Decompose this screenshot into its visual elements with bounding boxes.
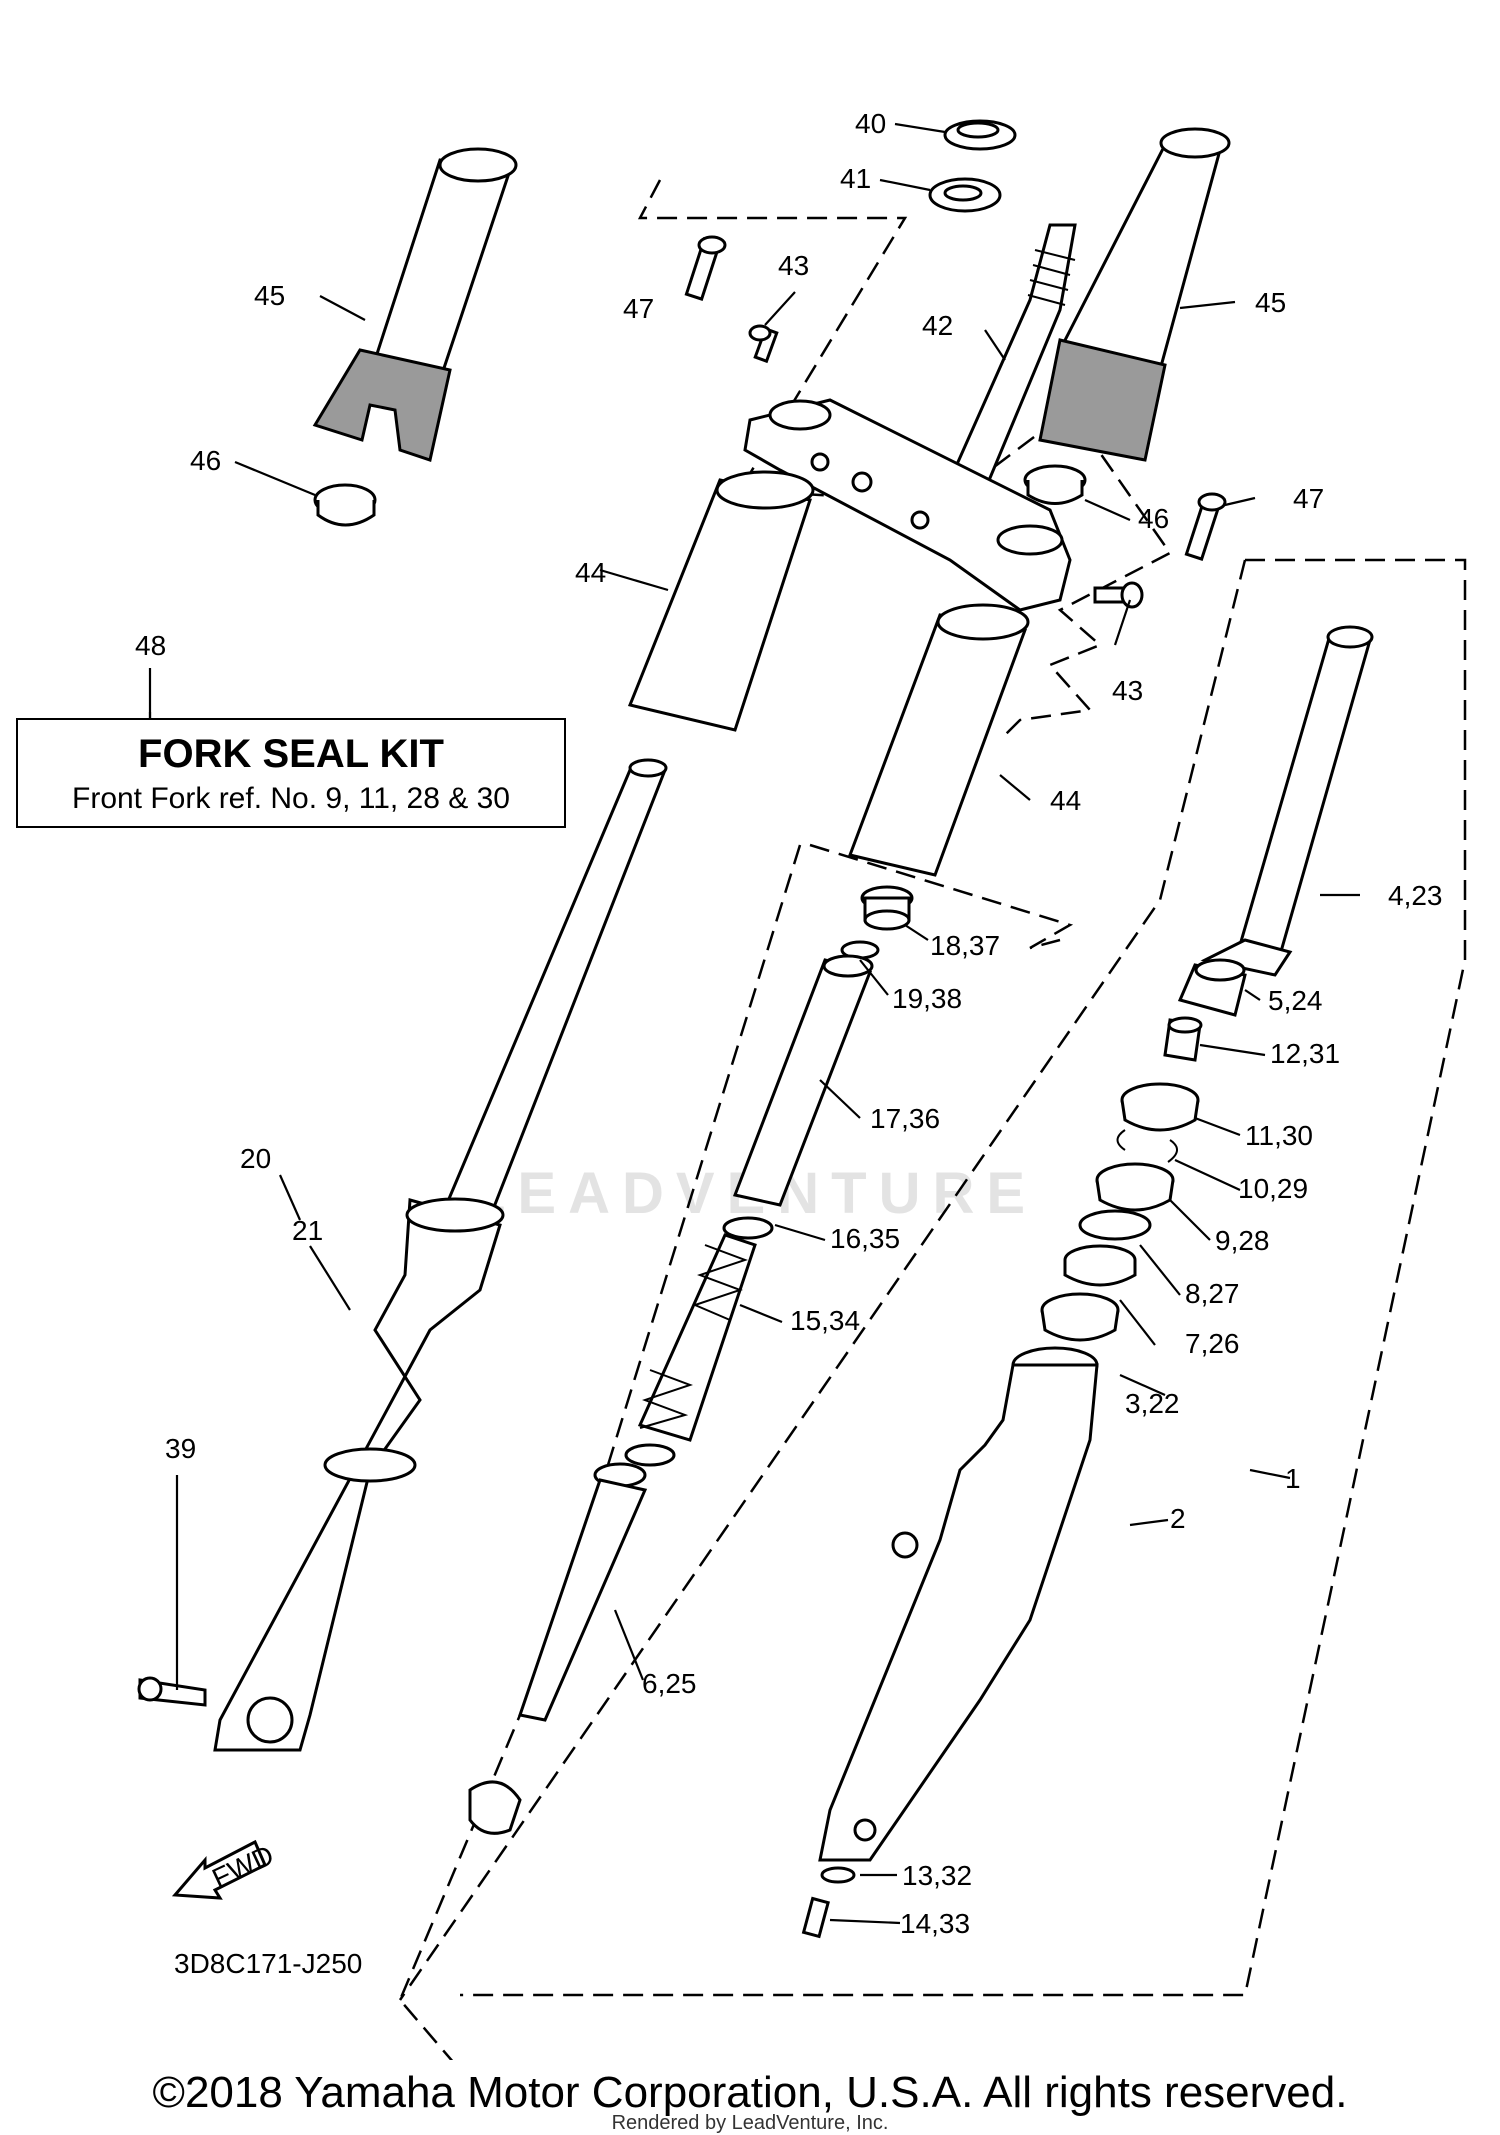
leader-lines (148, 122, 1360, 1925)
spring-15-34 (637, 1233, 757, 1442)
callout-13-32: 13,32 (902, 1860, 972, 1891)
bolt-47-right (1184, 492, 1227, 561)
washer-8-27 (1078, 1209, 1152, 1241)
fork-boot-right (1038, 127, 1231, 462)
callout-21: 21 (292, 1215, 323, 1246)
callout-47-left: 47 (623, 293, 654, 324)
washer-13-32 (820, 1866, 856, 1884)
callout-45-left: 45 (254, 280, 285, 311)
seal-left (313, 483, 377, 527)
group-outlines (398, 179, 1467, 2060)
kit-title: FORK SEAL KIT (138, 732, 444, 776)
seal-right (1023, 464, 1087, 505)
fork-boot-left (312, 147, 518, 462)
bearing-cover (943, 119, 1017, 151)
callout-7-26: 7,26 (1185, 1328, 1240, 1359)
kit-subtitle: Front Fork ref. No. 9, 11, 28 & 30 (72, 782, 510, 815)
callout-42: 42 (922, 310, 953, 341)
copyright-notice: ©2018 Yamaha Motor Corporation, U.S.A. A… (152, 2068, 1348, 2117)
cap-bolt-18-37 (860, 885, 914, 931)
washer-16-35 (722, 1216, 774, 1240)
lower-bracket (743, 398, 1072, 612)
callout-19-38: 19,38 (892, 983, 962, 1014)
callout-43-bottom: 43 (1112, 675, 1143, 706)
dust-seal-11-30 (1120, 1082, 1200, 1132)
callout-9-28: 9,28 (1215, 1225, 1270, 1256)
callout-43-top: 43 (778, 250, 809, 281)
callout-2: 2 (1170, 1503, 1186, 1534)
inner-tube-4-23 (1200, 625, 1374, 977)
slider-3-22 (1040, 1292, 1120, 1342)
callout-11-30: 11,30 (1245, 1120, 1313, 1151)
callout-3-22: 3,22 (1125, 1388, 1180, 1419)
callout-48: 48 (135, 630, 166, 661)
callout-17-36: 17,36 (870, 1103, 940, 1134)
bearing-race (928, 177, 1002, 213)
callout-4-23: 4,23 (1388, 880, 1443, 911)
callout-1: 1 (1285, 1463, 1301, 1494)
callout-5-24: 5,24 (1268, 985, 1323, 1016)
bolt-14-33 (801, 1896, 830, 1939)
callout-44-upper: 44 (575, 557, 606, 588)
fork-cover-lower (847, 603, 1030, 877)
callout-10-29: 10,29 (1238, 1173, 1308, 1204)
callout-45-right: 45 (1255, 287, 1286, 318)
rendered-by-notice: Rendered by LeadVenture, Inc. (611, 2112, 889, 2134)
bolt-43-bottom (1093, 581, 1144, 609)
fork-tube-left (213, 758, 668, 1752)
callout-41: 41 (840, 163, 871, 194)
outer-tube-2 (818, 1346, 1099, 1862)
callout-20: 20 (240, 1143, 271, 1174)
fork-cover-upper (627, 470, 815, 732)
bushing-5-24 (1177, 958, 1247, 1017)
callout-14-33: 14,33 (900, 1908, 970, 1939)
damper-rod-6-25 (468, 1443, 676, 1835)
callout-16-35: 16,35 (830, 1223, 900, 1254)
fwd-arrow-icon: FWD (171, 1839, 278, 1900)
callout-46-right: 46 (1138, 503, 1169, 534)
callout-6-25: 6,25 (642, 1668, 697, 1699)
bolt-43-top (748, 324, 779, 364)
callout-44-lower: 44 (1050, 785, 1081, 816)
oil-seal-9-28 (1095, 1162, 1175, 1212)
fork-seal-kit-box: FORK SEAL KIT Front Fork ref. No. 9, 11,… (16, 718, 566, 828)
clip-10-29 (1116, 1129, 1178, 1163)
front-fork-exploded-diagram: FWD 40 41 42 43 43 44 44 45 45 46 46 47 … (135, 108, 1467, 2060)
spacer-17-36 (732, 954, 874, 1207)
bushing-7-26 (1063, 1244, 1137, 1287)
callout-40: 40 (855, 108, 886, 139)
callout-15-34: 15,34 (790, 1305, 860, 1336)
callout-39: 39 (165, 1433, 196, 1464)
axle-bolt-39 (137, 1676, 207, 1707)
callout-46-left: 46 (190, 445, 221, 476)
bushing-12-31 (1163, 1016, 1203, 1062)
callout-12-31: 12,31 (1270, 1038, 1340, 1069)
callout-18-37: 18,37 (930, 930, 1000, 961)
callout-8-27: 8,27 (1185, 1278, 1240, 1309)
callout-labels: 40 41 42 43 43 44 44 45 45 46 46 47 47 1… (135, 108, 1443, 1939)
callout-47-right: 47 (1293, 483, 1324, 514)
bolt-47-left (684, 235, 727, 301)
catalog-code: 3D8C171-J250 (174, 1948, 363, 1979)
